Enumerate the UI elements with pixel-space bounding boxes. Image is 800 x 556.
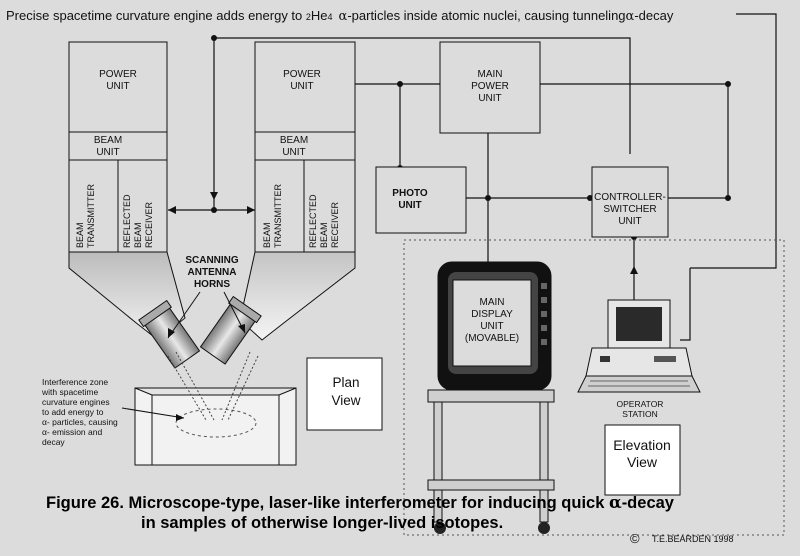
left-receiver-label: REFLECTED BEAM RECEIVER — [122, 194, 154, 248]
left-horn-nozzle — [138, 299, 201, 369]
svg-text:UNIT: UNIT — [478, 93, 501, 104]
svg-text:SWITCHER: SWITCHER — [603, 204, 656, 215]
plan-view-label: Plan View — [306, 357, 383, 431]
svg-text:DISPLAY: DISPLAY — [471, 309, 513, 320]
elevation-boundary — [403, 239, 785, 536]
right-beam-transmitter-label: BEAM TRANSMITTER — [262, 184, 283, 248]
svg-text:HORNS: HORNS — [194, 279, 230, 290]
interference-zone-label: Interference zone with spacetime curvatu… — [41, 377, 118, 447]
svg-text:SCANNING: SCANNING — [185, 255, 239, 266]
svg-text:BEAM: BEAM — [133, 222, 143, 248]
svg-text:TRANSMITTER: TRANSMITTER — [86, 184, 96, 248]
wire-top-bus — [214, 37, 631, 154]
right-antenna-horn — [239, 251, 356, 341]
right-column: POWER UNIT BEAM UNIT BEAM TRANSMITTER RE… — [199, 41, 356, 365]
svg-text:PHOTO: PHOTO — [392, 188, 428, 199]
left-column: POWER UNIT BEAM UNIT BEAM TRANSMITTER RE… — [68, 41, 201, 369]
svg-text:to add energy to: to add energy to — [42, 407, 104, 417]
left-beam-transmitter-label: BEAM TRANSMITTER — [75, 184, 96, 248]
svg-text:STATION: STATION — [622, 409, 658, 419]
svg-text:OPERATOR: OPERATOR — [617, 399, 664, 409]
interference-ellipse — [175, 408, 257, 438]
svg-text:UNIT: UNIT — [282, 147, 305, 158]
svg-text:α- particles, causing: α- particles, causing — [42, 417, 118, 427]
svg-text:REFLECTED: REFLECTED — [308, 194, 318, 248]
svg-text:T.E.BEARDEN 1998: T.E.BEARDEN 1998 — [652, 534, 734, 544]
right-beam-block — [254, 159, 356, 253]
svg-text:CONTROLLER-: CONTROLLER- — [594, 192, 666, 203]
svg-text:MAIN: MAIN — [478, 69, 503, 80]
svg-text:Interference zone: Interference zone — [42, 377, 108, 387]
svg-text:Plan: Plan — [332, 375, 359, 390]
svg-text:α- emission and: α- emission and — [42, 427, 102, 437]
svg-text:decay: decay — [42, 437, 65, 447]
svg-text:View: View — [331, 393, 360, 408]
arrows — [168, 192, 638, 274]
svg-text:UNIT: UNIT — [290, 81, 313, 92]
svg-text:POWER: POWER — [99, 69, 137, 80]
right-receiver-label: REFLECTED BEAM RECEIVER — [308, 194, 340, 248]
sample-tray — [121, 351, 297, 466]
right-power-unit — [254, 41, 356, 133]
svg-text:Elevation: Elevation — [613, 437, 671, 453]
svg-text:with spacetime: with spacetime — [41, 387, 98, 397]
svg-text:UNIT: UNIT — [106, 81, 129, 92]
svg-text:ANTENNA: ANTENNA — [188, 267, 237, 278]
svg-text:UNIT: UNIT — [96, 147, 119, 158]
svg-text:RECEIVER: RECEIVER — [330, 201, 340, 248]
controller-switcher-unit: CONTROLLER- SWITCHER UNIT — [591, 166, 669, 238]
main-power-unit: MAIN POWER UNIT — [439, 41, 541, 134]
svg-text:View: View — [627, 454, 658, 470]
left-beam-unit — [68, 131, 168, 161]
elevation-view-label: Elevation View — [604, 424, 681, 496]
wire-header-loop — [690, 13, 777, 269]
photo-unit: PHOTO UNIT — [375, 166, 467, 234]
header-text: Precise spacetime curvature engine adds … — [6, 8, 674, 24]
svg-text:BEAM: BEAM — [262, 222, 272, 248]
svg-text:Figure 26. Microscope-type, l: Figure 26. Microscope-type, laser-like i… — [46, 493, 675, 512]
wire-operator-right — [680, 268, 691, 341]
svg-text:©: © — [630, 531, 640, 546]
svg-text:(MOVABLE): (MOVABLE) — [465, 333, 519, 344]
svg-text:curvature engines: curvature engines — [42, 397, 110, 407]
scanning-antenna-horns-label: SCANNING ANTENNA HORNS — [167, 255, 246, 339]
svg-text:TRANSMITTER: TRANSMITTER — [273, 184, 283, 248]
main-display-unit: MAIN DISPLAY UNIT (MOVABLE) — [427, 261, 555, 534]
operator-station: OPERATOR STATION — [577, 299, 701, 419]
svg-text:BEAM: BEAM — [94, 135, 122, 146]
svg-text:POWER: POWER — [471, 81, 509, 92]
copyright: © T.E.BEARDEN 1998 — [630, 531, 734, 546]
svg-text:REFLECTED: REFLECTED — [122, 194, 132, 248]
svg-text:RECEIVER: RECEIVER — [144, 201, 154, 248]
svg-text:MAIN: MAIN — [480, 297, 505, 308]
svg-text:BEAM: BEAM — [319, 222, 329, 248]
figure-caption: Figure 26. Microscope-type, laser-like i… — [46, 493, 675, 532]
svg-text:in samples of otherwise longer: in samples of otherwise longer-lived iso… — [141, 514, 503, 532]
svg-text:UNIT: UNIT — [618, 216, 641, 227]
right-horn-nozzle — [199, 295, 262, 365]
svg-text:UNIT: UNIT — [398, 200, 421, 211]
svg-text:UNIT: UNIT — [480, 321, 503, 332]
svg-text:BEAM: BEAM — [75, 222, 85, 248]
svg-text:BEAM: BEAM — [280, 135, 308, 146]
svg-text:POWER: POWER — [283, 69, 321, 80]
